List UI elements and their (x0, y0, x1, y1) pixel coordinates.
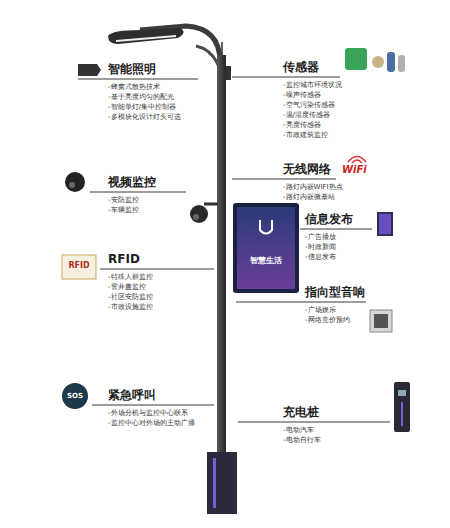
feature-item: -蜂窝式散热技术 (108, 82, 181, 92)
feature-item: -温/湿度传感器 (283, 110, 342, 120)
feature-item: -广告播放 (305, 232, 353, 242)
leader-line (232, 77, 340, 78)
pole-base (207, 452, 237, 514)
lamp-head (108, 28, 184, 44)
feature-item: -安防监控 (108, 195, 156, 205)
leader-line (236, 302, 366, 303)
charger-strip (401, 402, 403, 426)
feature-item: -信息发布 (305, 252, 353, 262)
base-light-strip (213, 458, 216, 508)
display-icon-screen (379, 214, 391, 234)
sensor-box (226, 66, 231, 80)
screen-logo (260, 220, 272, 234)
leader-line (92, 405, 214, 406)
feature-item: -时政新闻 (305, 242, 353, 252)
feature-heading: 无线网络 (283, 162, 343, 177)
pole (217, 55, 226, 455)
charger-display (398, 390, 406, 396)
feature-item: -电动汽车 (283, 425, 321, 435)
feature-heading: 充电桩 (283, 405, 321, 420)
feature-callout: 无线网络 -路灯内嵌WIFI热点-路灯内嵌微基站 (283, 162, 343, 202)
feature-item: -监控中心对外场的主动广播 (108, 418, 195, 428)
feature-callout: 信息发布 -广告播放-时政新闻-信息发布 (305, 212, 353, 262)
feature-callout: 视频监控 -安防监控-车辆监控 (108, 175, 156, 215)
sos-icon (62, 383, 88, 409)
feature-callout: 传感器 -监控城市环境状况-噪声传感器-空气污染传感器-温/湿度传感器-亮度传感器… (283, 60, 342, 140)
display-icon (377, 212, 393, 236)
feature-callout: 智能照明 -蜂窝式散热技术-基于亮度均匀的配光-智能单灯/集中控制器-多模块化设计… (108, 62, 181, 122)
leader-line (232, 179, 336, 180)
speaker-icon (370, 310, 392, 332)
feature-item: -路灯内嵌WIFI热点 (283, 182, 343, 192)
feature-item: -多模块化设计灯头可选 (108, 112, 181, 122)
feature-item: -外场分机与监控中心联系 (108, 408, 195, 418)
feature-item: -亮度传感器 (283, 120, 342, 130)
speaker-grille (374, 314, 388, 328)
feature-item: -网络竞价预约 (305, 315, 365, 325)
sensor-icon (372, 56, 384, 68)
screen (237, 207, 295, 289)
feature-item: -市政建筑监控 (283, 130, 342, 140)
icon-label: WiFi (342, 164, 367, 176)
feature-callout: 充电桩 -电动汽车-电动自行车 (283, 405, 321, 445)
feature-callout: 紧急呼叫 -外场分机与监控中心联系-监控中心对外场的主动广播 (108, 388, 195, 428)
icon-label: SOS (63, 391, 87, 401)
leader-line (100, 269, 214, 270)
camera-icon (65, 172, 85, 192)
camera-arm (204, 203, 218, 206)
feature-item: -基于亮度均匀的配光 (108, 92, 181, 102)
feature-item: -监控城市环境状况 (283, 80, 342, 90)
camera-dome (190, 205, 208, 223)
feature-item: -社区安防监控 (108, 292, 153, 302)
feature-heading: RFID (108, 252, 153, 267)
antenna (221, 42, 223, 56)
lighting-icon (78, 64, 101, 76)
leader-line (238, 422, 390, 423)
sensor-icon (387, 52, 395, 72)
feature-item: -智能单灯/集中控制器 (108, 102, 181, 112)
wifi-arc (348, 157, 366, 163)
feature-item: -路灯内嵌微基站 (283, 192, 343, 202)
charger-icon (394, 382, 410, 432)
feature-heading: 指向型音响 (305, 285, 365, 300)
sensor-icon (398, 55, 405, 72)
feature-heading: 信息发布 (305, 212, 353, 227)
camera-icon-lens (69, 182, 75, 188)
feature-item: -窨井盖监控 (108, 282, 153, 292)
pm-sensor-icon (345, 48, 367, 70)
leader-line (78, 79, 198, 80)
feature-item: -市政设施监控 (108, 302, 153, 312)
feature-item: -广场娱乐 (305, 305, 365, 315)
feature-heading: 传感器 (283, 60, 342, 75)
icon-label: RFID (64, 261, 94, 271)
feature-item: -特殊人群监控 (108, 272, 153, 282)
icon-label: 智慧生活 (249, 256, 283, 266)
feature-item: -空气污染传感器 (283, 100, 342, 110)
feature-heading: 智能照明 (108, 62, 181, 77)
camera-lens (193, 214, 199, 220)
rfid-icon (62, 255, 96, 279)
feature-callout: RFID -特殊人群监控-窨井盖监控-社区安防监控-市政设施监控 (108, 252, 153, 312)
wifi-arc (352, 160, 362, 163)
feature-item: -噪声传感器 (283, 90, 342, 100)
feature-heading: 紧急呼叫 (108, 388, 195, 403)
lamp-light (116, 36, 176, 41)
feature-item: -车辆监控 (108, 205, 156, 215)
screen-frame (233, 203, 299, 293)
feature-item: -电动自行车 (283, 435, 321, 445)
leader-line (90, 192, 186, 193)
feature-heading: 视频监控 (108, 175, 156, 190)
feature-callout: 指向型音响 -广场娱乐-网络竞价预约 (305, 285, 365, 325)
leader-line (300, 229, 372, 230)
